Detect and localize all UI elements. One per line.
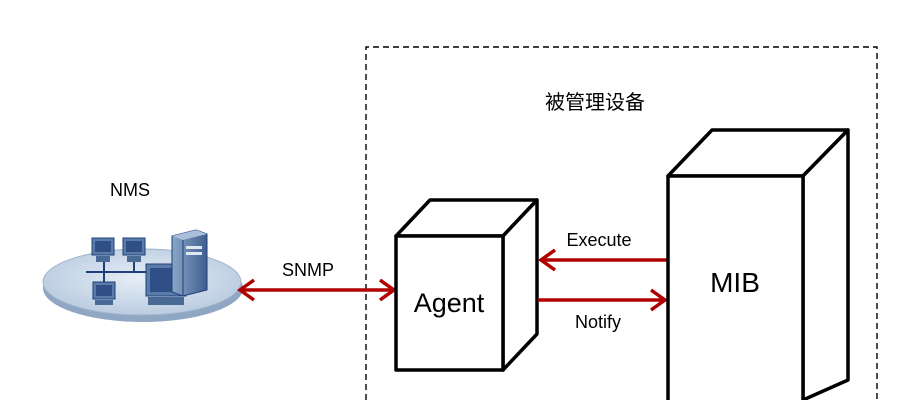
mib-label: MIB bbox=[710, 267, 760, 298]
snmp-arrow bbox=[236, 278, 398, 302]
mib-box bbox=[666, 128, 850, 400]
snmp-label: SNMP bbox=[282, 260, 334, 280]
nms-network-icon bbox=[42, 229, 243, 322]
workstation-icon bbox=[92, 281, 116, 305]
network-disc bbox=[42, 248, 242, 316]
workstation-icon bbox=[91, 237, 115, 262]
nms-label: NMS bbox=[110, 180, 150, 200]
notify-arrow bbox=[538, 288, 669, 312]
managed-device-boundary bbox=[365, 46, 878, 400]
managed-device-label: 被管理设备 bbox=[545, 90, 645, 114]
notify-label: Notify bbox=[575, 312, 621, 332]
workstation-icon bbox=[122, 237, 146, 262]
agent-label: Agent bbox=[414, 288, 485, 318]
agent-box bbox=[394, 198, 539, 372]
server-icon bbox=[171, 229, 208, 297]
execute-label: Execute bbox=[566, 230, 631, 250]
execute-arrow bbox=[537, 248, 668, 272]
